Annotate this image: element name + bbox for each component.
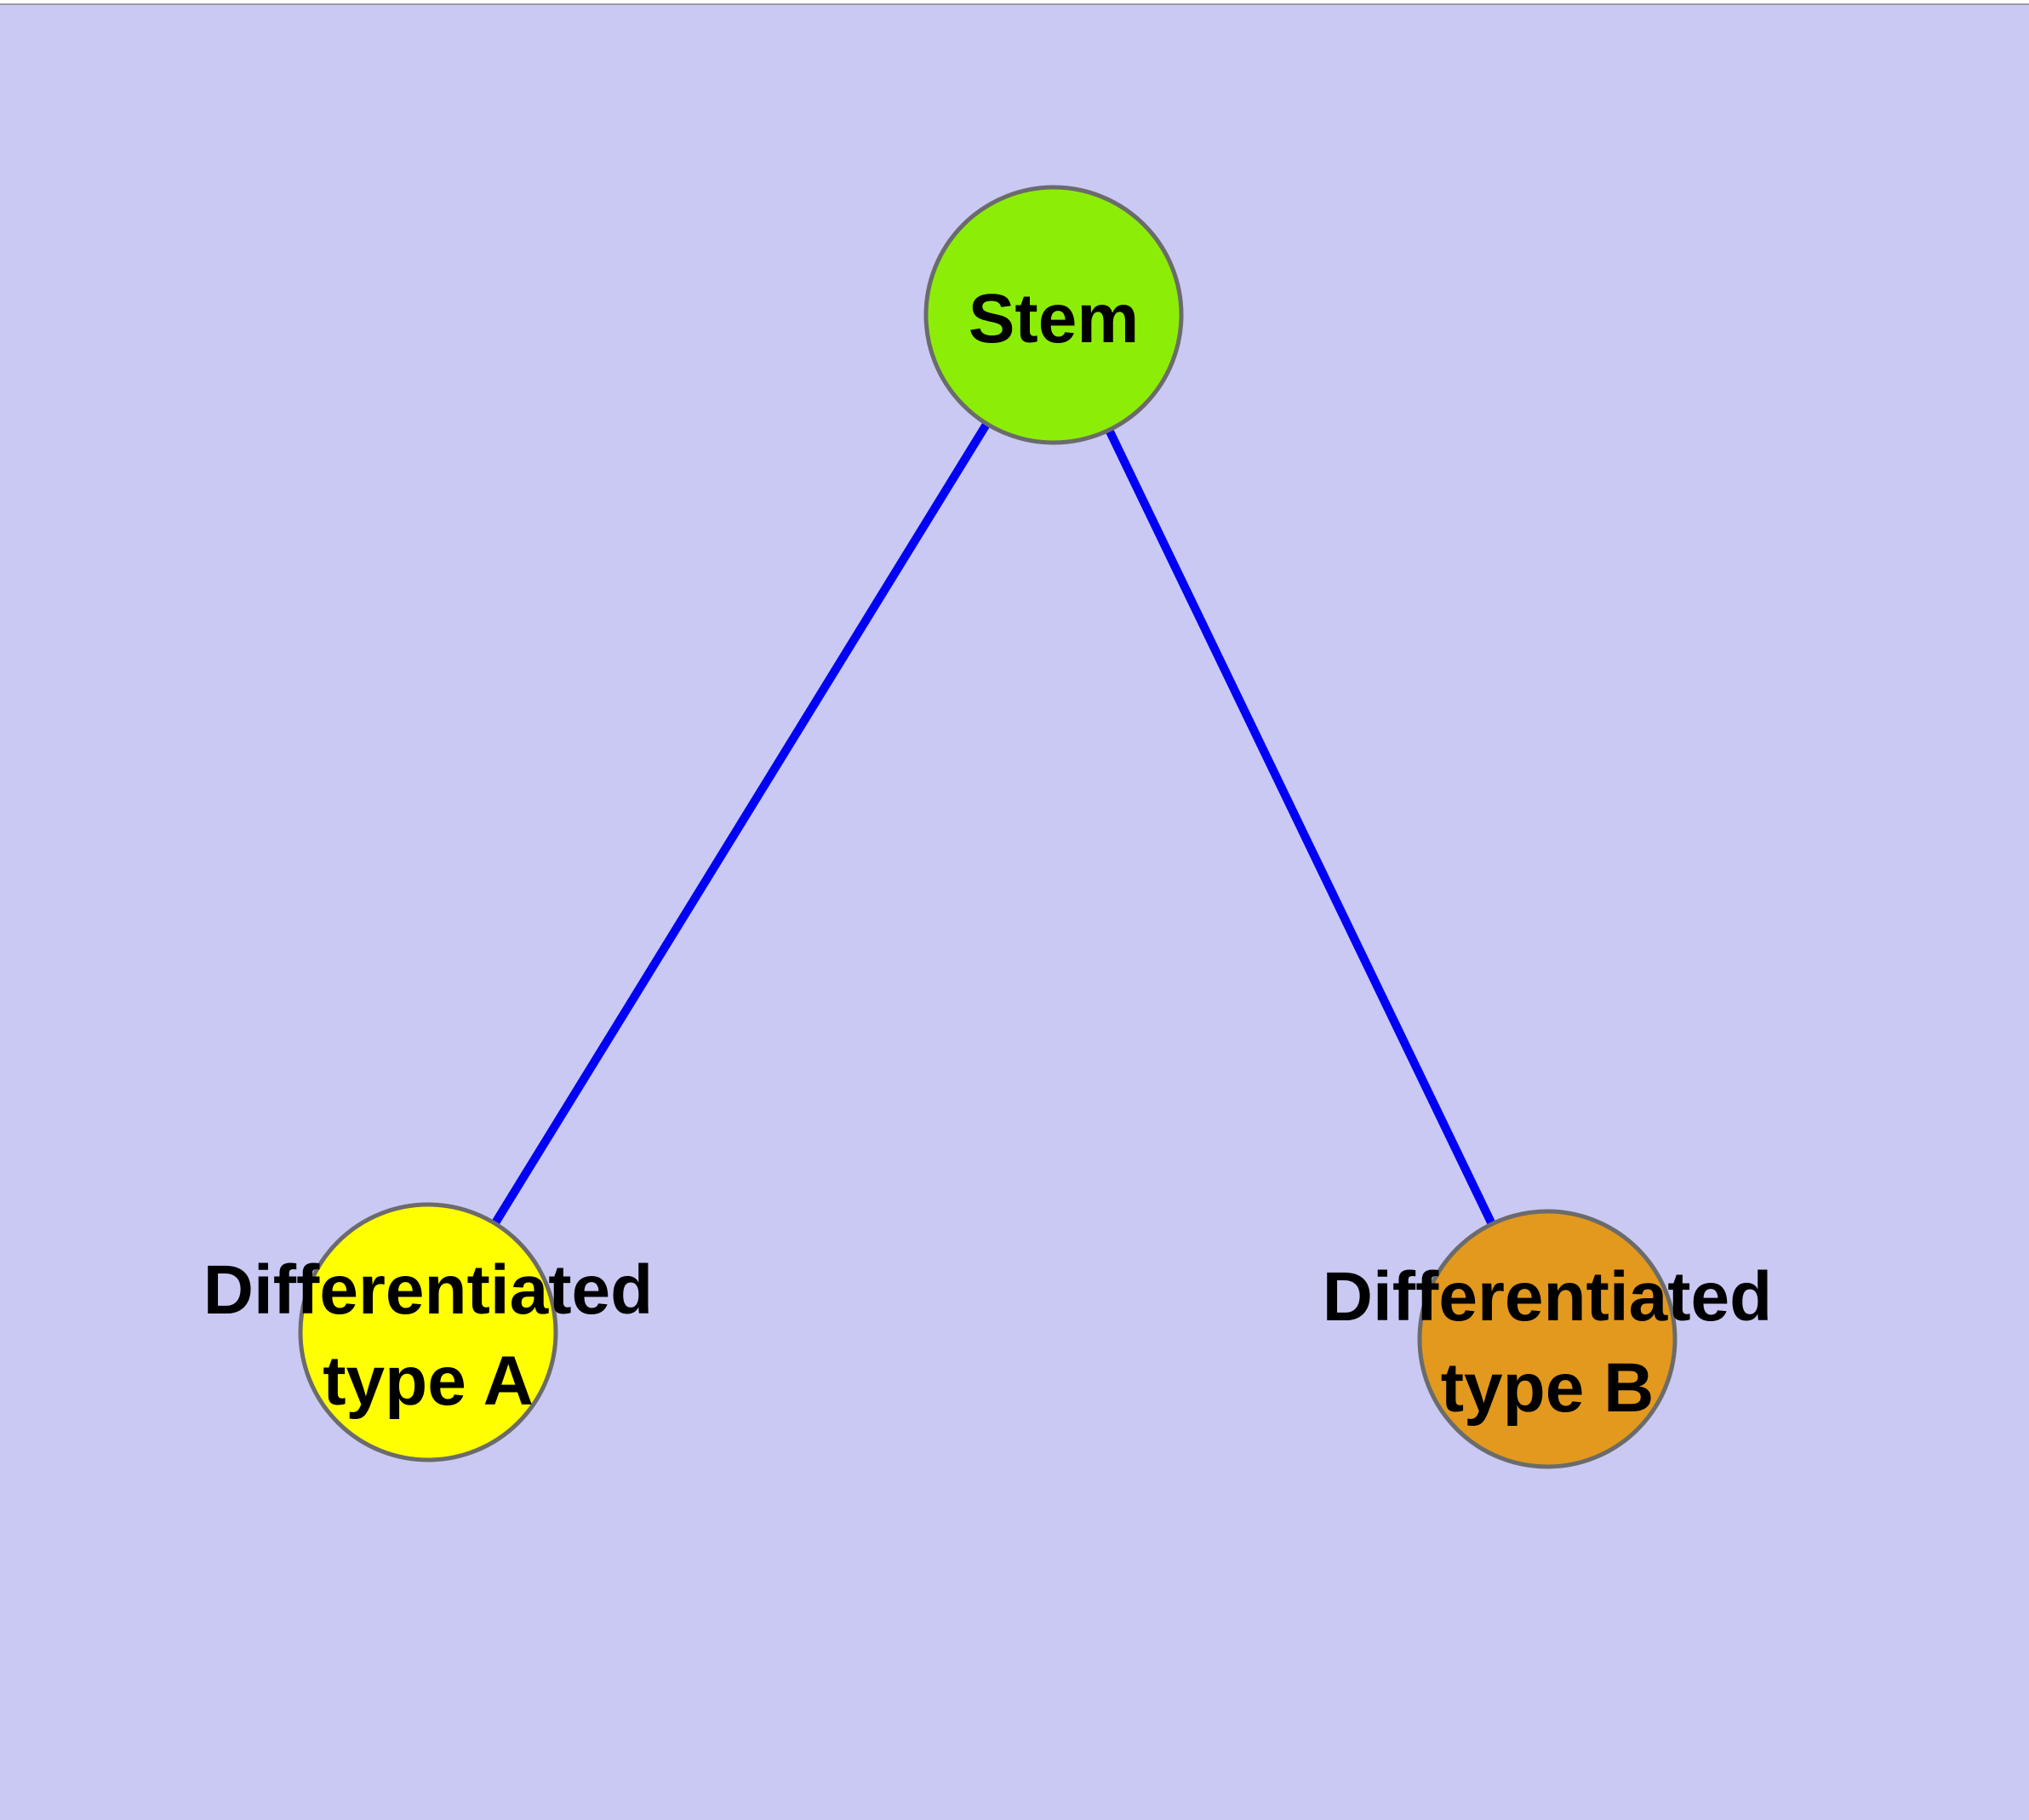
node-differentiated-type-a-label-line2: type A xyxy=(323,1342,534,1420)
node-stem: Stem xyxy=(923,185,1184,445)
node-differentiated-type-a: Differentiated type A xyxy=(203,1202,654,1462)
window-top-edge-line xyxy=(0,3,2029,5)
edge-stem-to-type-b xyxy=(1049,312,1552,1342)
node-differentiated-type-a-label-line1: Differentiated xyxy=(203,1251,654,1329)
node-differentiated-type-a-circle xyxy=(298,1202,558,1462)
node-differentiated-type-b-label-line1: Differentiated xyxy=(1323,1258,1773,1336)
node-stem-label: Stem xyxy=(969,280,1140,358)
edge-stem-to-type-a xyxy=(424,312,1058,1335)
node-stem-circle xyxy=(923,185,1184,445)
node-differentiated-type-b-circle xyxy=(1417,1209,1677,1469)
node-differentiated-type-b: Differentiated type B xyxy=(1323,1209,1773,1469)
window-top-edge xyxy=(0,0,2029,3)
node-differentiated-type-b-label-line2: type B xyxy=(1441,1349,1655,1427)
